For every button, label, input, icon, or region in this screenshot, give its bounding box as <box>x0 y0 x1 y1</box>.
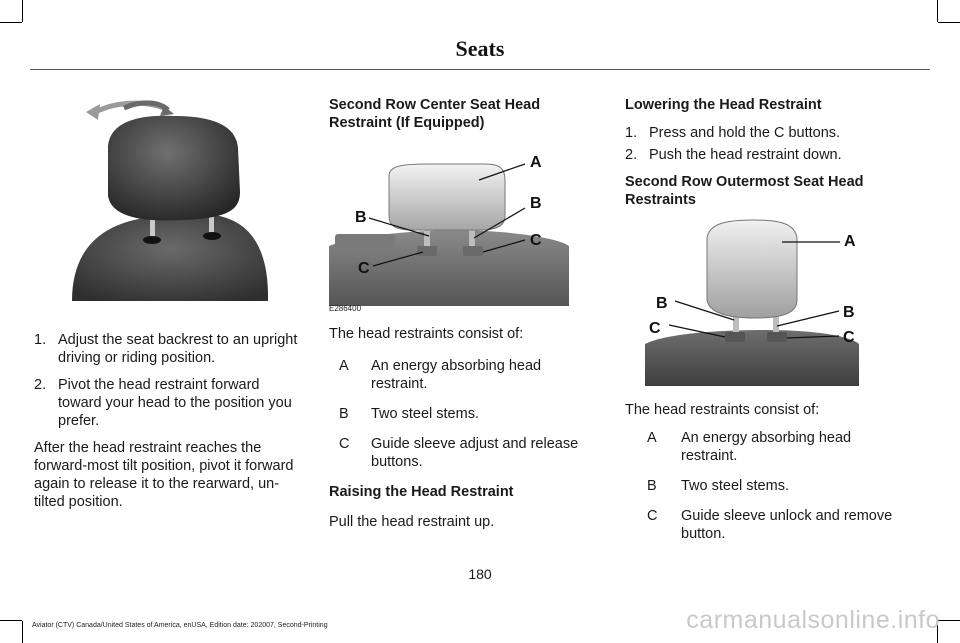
table-row: B Two steel stems. <box>329 405 599 423</box>
watermark: carmanualsonline.info <box>686 606 940 634</box>
raising-heading: Raising the Head Restraint <box>329 484 514 500</box>
table-row: A An energy absorbing head restraint. <box>625 429 910 465</box>
page-number: 180 <box>468 566 492 582</box>
callout-c-label: C <box>358 260 370 277</box>
column-middle: Second Row Center Seat Head Restraint (I… <box>329 96 599 132</box>
key-description: An energy absorbing head restraint. <box>681 430 852 464</box>
outermost-head-restraint-figure: A B B C C <box>645 214 870 386</box>
consists-of-text: The head restraints consist of: <box>625 402 820 418</box>
crop-mark <box>937 0 938 22</box>
lowering-steps-list: 1.Press and hold the C buttons. 2.Push t… <box>625 124 905 164</box>
tilt-steps-list: 1.Adjust the seat backrest to an upright… <box>34 331 304 430</box>
crop-mark <box>0 620 22 621</box>
header-divider <box>30 69 930 70</box>
crop-mark <box>938 620 960 621</box>
key-letter: B <box>647 478 657 494</box>
key-letter: C <box>339 436 350 452</box>
section-heading: Second Row Center Seat Head Restraint (I… <box>329 97 541 131</box>
callout-b-label: B <box>843 304 855 321</box>
callout-b-label: B <box>530 195 542 212</box>
crop-mark <box>0 22 22 23</box>
table-row: A An energy absorbing head restraint. <box>329 357 599 393</box>
callout-c-label: C <box>530 232 542 249</box>
key-letter: A <box>647 430 657 446</box>
callout-b-label: B <box>656 295 668 312</box>
table-row: C Guide sleeve adjust and release button… <box>329 435 599 471</box>
page-title: Seats <box>455 36 505 61</box>
list-item: 2.Push the head restraint down. <box>625 147 842 163</box>
key-letter: A <box>339 358 349 374</box>
list-item: 1.Press and hold the C buttons. <box>625 125 841 141</box>
column-right-lower: The head restraints consist of: A An ene… <box>625 401 910 555</box>
key-letter: B <box>339 406 349 422</box>
callout-c-label: C <box>649 320 661 337</box>
list-item: 2.Pivot the head restraint forward towar… <box>34 377 292 429</box>
table-row: C Guide sleeve unlock and remove button. <box>625 507 910 543</box>
component-key-table: A An energy absorbing head restraint. B … <box>625 429 910 543</box>
crop-mark <box>938 22 960 23</box>
consists-of-text: The head restraints consist of: <box>329 326 524 342</box>
key-description: Two steel stems. <box>681 478 789 494</box>
column-left: 1.Adjust the seat backrest to an upright… <box>34 331 304 511</box>
list-item: 1.Adjust the seat backrest to an upright… <box>34 332 298 366</box>
callout-c-label: C <box>843 329 855 346</box>
callout-a-label: A <box>844 233 856 250</box>
lowering-heading: Lowering the Head Restraint <box>625 97 822 113</box>
outer-heading: Second Row Outermost Seat Head Restraint… <box>625 174 864 208</box>
head-restraint-tilt-figure <box>64 96 270 306</box>
key-description: Two steel stems. <box>371 406 479 422</box>
tilt-release-paragraph: After the head restraint reaches the for… <box>34 440 294 510</box>
component-key-table: A An energy absorbing head restraint. B … <box>329 357 599 471</box>
figure-code: E286400 <box>329 304 362 313</box>
key-description: Guide sleeve adjust and release buttons. <box>371 436 579 470</box>
key-description: Guide sleeve unlock and remove button. <box>681 508 893 542</box>
key-letter: C <box>647 508 658 524</box>
edition-footer: Aviator (CTV) Canada/United States of Am… <box>32 622 328 629</box>
center-head-restraint-figure: A B B C C E286400 <box>329 146 569 316</box>
table-row: B Two steel stems. <box>625 477 910 495</box>
raising-text: Pull the head restraint up. <box>329 514 495 530</box>
column-right: Lowering the Head Restraint 1.Press and … <box>625 96 905 209</box>
crop-mark <box>937 621 938 643</box>
callout-a-label: A <box>530 154 542 171</box>
callout-b-label: B <box>355 209 367 226</box>
crop-mark <box>22 621 23 643</box>
key-description: An energy absorbing head restraint. <box>371 358 542 392</box>
column-middle-lower: The head restraints consist of: A An ene… <box>329 325 599 531</box>
crop-mark <box>22 0 23 22</box>
